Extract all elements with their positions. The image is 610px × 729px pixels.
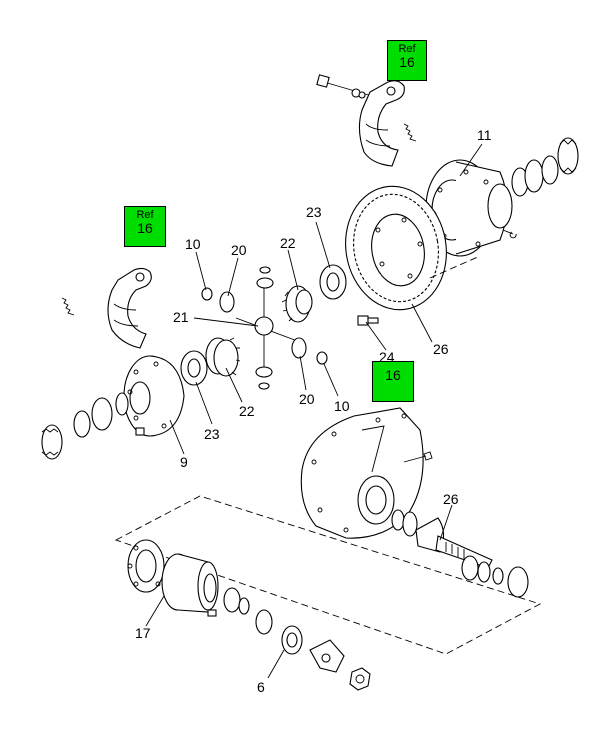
leader-lines [145, 143, 483, 679]
subassembly-outline [114, 495, 542, 655]
callout-10-upper: 10 [185, 236, 201, 252]
pinion-bearings [461, 555, 529, 598]
ref-box-mid: 16 [372, 361, 414, 402]
callout-6: 6 [257, 679, 265, 695]
pinion-gears-20 [219, 266, 307, 390]
thrust-washer-23-upper [319, 264, 347, 300]
callout-26-pinion: 26 [443, 491, 459, 507]
ref-box-left-number: 16 [137, 220, 153, 236]
callout-20-lower: 20 [299, 391, 315, 407]
differential-case-half-9 [123, 355, 185, 437]
callout-10-lower: 10 [334, 398, 350, 414]
side-gear-22-lower [205, 337, 241, 377]
callout-9: 9 [180, 454, 188, 470]
callout-labels: 11 23 22 20 10 21 26 24 22 20 10 23 9 26… [135, 127, 492, 695]
ref-box-top: Ref 16 [387, 40, 427, 81]
ring-gear-bolt-24 [357, 315, 379, 326]
companion-flange-6 [255, 609, 371, 691]
callout-11: 11 [477, 127, 492, 143]
spider-cross-21 [235, 278, 301, 370]
ref-box-mid-number: 16 [385, 367, 401, 383]
carrier-housing-16 [300, 407, 433, 539]
callout-17: 17 [135, 625, 151, 641]
side-bearing-left [41, 392, 129, 460]
bearing-cage-17 [161, 553, 250, 617]
shim-pack [127, 539, 165, 593]
thrust-washer-23-lower [180, 350, 208, 386]
side-gear-22-upper [281, 285, 313, 323]
callout-23-lower: 23 [204, 426, 220, 442]
callout-22-lower: 22 [239, 403, 255, 419]
bearing-cap-left [61, 267, 152, 349]
callout-23-upper: 23 [306, 204, 322, 220]
thrust-washers-10 [201, 287, 328, 365]
ref-box-top-word: Ref [398, 43, 416, 55]
ref-box-left-word: Ref [136, 209, 154, 221]
ref-box-top-number: 16 [399, 54, 415, 70]
ref-box-left: Ref 16 [124, 206, 166, 247]
side-bearing-right [511, 137, 579, 197]
ring-gear-26 [345, 185, 481, 311]
callout-22-upper: 22 [280, 235, 296, 251]
callout-21: 21 [173, 309, 189, 325]
callout-26-ring-gear: 26 [433, 341, 449, 357]
drive-pinion-26 [391, 509, 493, 569]
bearing-cap-top [316, 74, 417, 167]
callout-20-upper: 20 [231, 242, 247, 258]
